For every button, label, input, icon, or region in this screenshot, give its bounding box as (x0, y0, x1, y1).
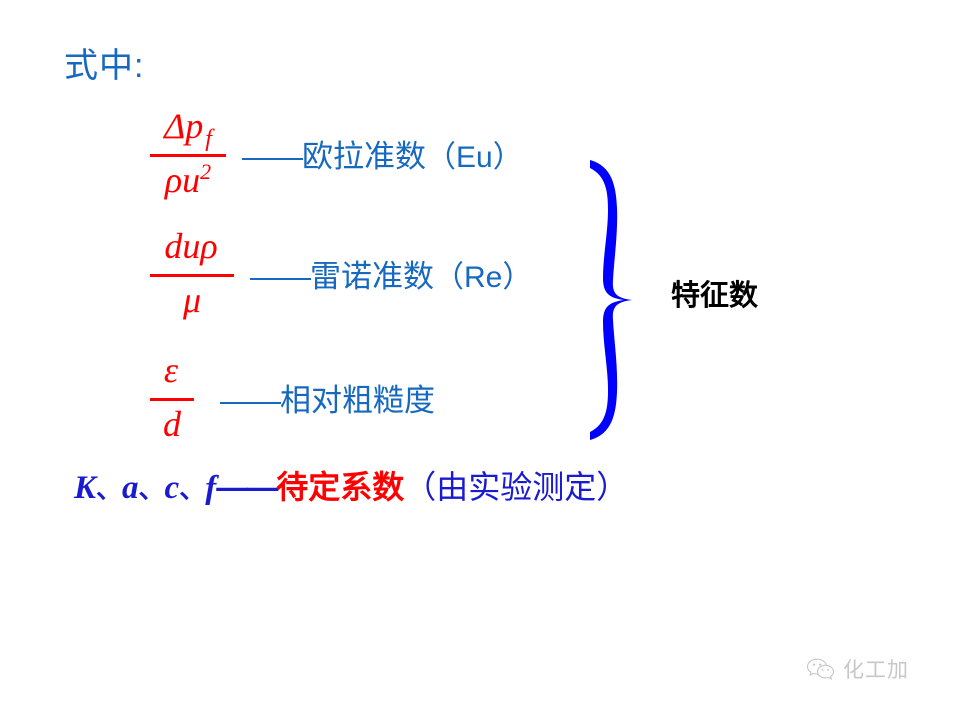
curly-brace-icon (586, 156, 676, 444)
coefficient-separator: 、 (138, 474, 165, 504)
coefficient-red-label: 待定系数 (276, 469, 405, 505)
dash-connector: —— (242, 138, 303, 174)
fraction-roughness: ε d (150, 352, 194, 442)
formula-row-reynolds: duρ μ ——雷诺准数（Re） (150, 228, 532, 318)
fraction-numerator: Δpf (160, 108, 216, 154)
watermark: 化工加 (806, 654, 909, 684)
denominator-base: μ (182, 280, 202, 321)
fraction-euler: Δpf ρu2 (150, 108, 226, 198)
intro-label: 式中: (64, 47, 145, 85)
denominator-base: d (163, 404, 181, 445)
formula-row-euler: Δpf ρu2 ——欧拉准数（Eu） (150, 108, 523, 198)
numerator-subscript (178, 370, 180, 396)
fraction-numerator: ε (160, 352, 184, 398)
fraction-denominator: d (159, 401, 185, 442)
coefficient-separator: 、 (179, 474, 206, 504)
numerator-base: Δp (164, 106, 204, 146)
formula-symbol: （Re） (434, 260, 533, 294)
numerator-subscript (218, 246, 220, 272)
formula-description-euler: ——欧拉准数（Eu） (242, 131, 523, 176)
fraction-denominator: μ (179, 277, 205, 318)
numerator-base: ε (163, 350, 179, 390)
fraction-bar (150, 398, 194, 402)
coefficient-symbol-a: a (122, 470, 139, 506)
formula-name: 欧拉准数 (302, 138, 426, 174)
denominator-superscript: 2 (200, 159, 212, 185)
numerator-subscript: f (205, 126, 212, 153)
fraction-numerator: duρ (160, 228, 223, 274)
coefficient-symbol-f: f (205, 470, 217, 506)
fraction-reynolds: duρ μ (150, 228, 234, 318)
coefficient-symbol-K: K (74, 470, 97, 506)
wechat-icon (806, 657, 836, 682)
coefficient-note: （由实验测定） (404, 469, 629, 505)
formula-description-roughness: ——相对粗糙度 (220, 375, 435, 420)
fraction-bar (150, 274, 234, 278)
formula-description-reynolds: ——雷诺准数（Re） (250, 251, 532, 296)
brace-label-characteristic-numbers: 特征数 (671, 280, 759, 312)
coefficient-line: K、a、c、f——待定系数（由实验测定） (74, 462, 628, 508)
numerator-base: duρ (164, 226, 218, 266)
formula-name: 雷诺准数 (310, 258, 434, 294)
formula-name: 相对粗糙度 (280, 382, 435, 418)
dash-connector: —— (250, 258, 311, 294)
fraction-denominator: ρu2 (161, 157, 215, 201)
fraction-bar (150, 154, 226, 158)
watermark-text: 化工加 (843, 659, 909, 682)
formula-symbol: （Eu） (426, 140, 523, 174)
dash-connector: —— (220, 382, 281, 418)
coefficient-separator: 、 (96, 474, 123, 504)
denominator-base: ρu (164, 160, 201, 201)
coefficient-symbol-c: c (164, 470, 180, 506)
dash-connector: —— (216, 469, 278, 505)
formula-row-roughness: ε d ——相对粗糙度 (150, 352, 435, 442)
